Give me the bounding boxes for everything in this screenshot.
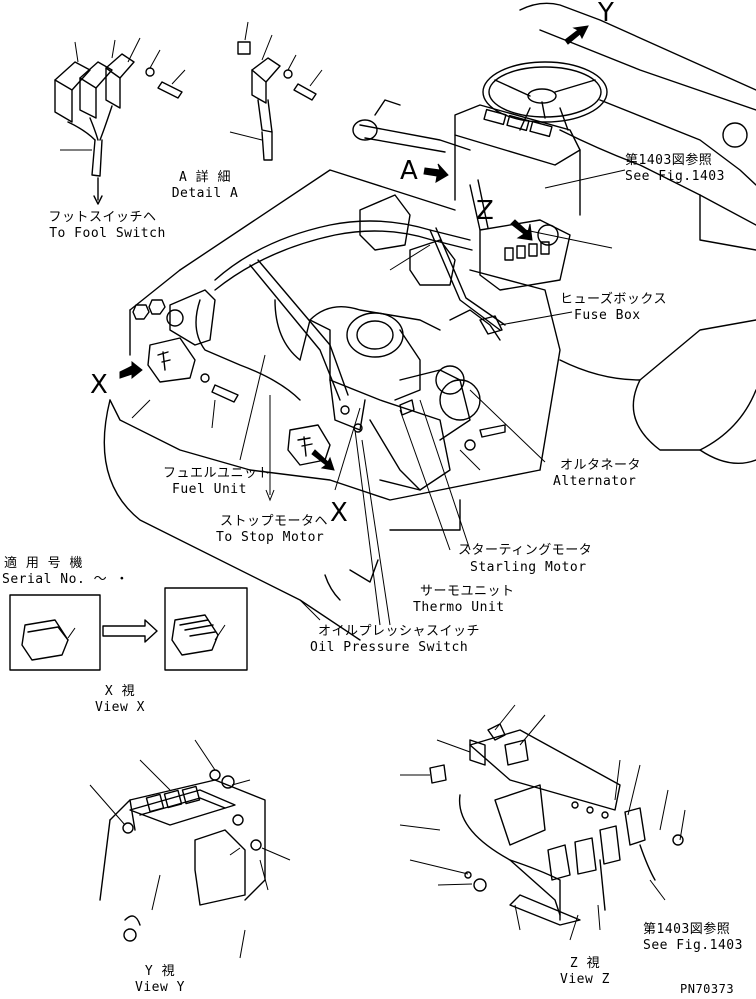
view-y-label-en: View Y <box>135 980 185 995</box>
machine-outline <box>103 2 756 641</box>
view-x-label-jp: X 視 <box>104 684 136 699</box>
serial-label-jp: 適 用 号 機 <box>4 556 83 571</box>
alternator-label-en: Alternator <box>553 474 637 489</box>
oil-pressure-label-en: Oil Pressure Switch <box>310 640 469 655</box>
fuse-box-label-en: Fuse Box <box>574 308 641 323</box>
view-x-illustration <box>9 587 248 671</box>
fig-ref-top-jp: 第1403図参照 <box>625 153 713 168</box>
view-letter-a: A <box>400 156 419 186</box>
view-y-illustration <box>89 739 291 959</box>
detail-a-assembly <box>54 21 323 205</box>
fig-ref-bottom-en: See Fig.1403 <box>643 938 743 953</box>
part-number: PN70373 <box>680 982 735 996</box>
view-y-label-jp: Y 視 <box>144 964 176 979</box>
thermo-unit-label-en: Thermo Unit <box>413 600 505 615</box>
view-x-label-en: View X <box>95 700 145 715</box>
detail-a-label-en: Detail A <box>171 186 239 201</box>
serial-label-en: Serial No. ～ ・ <box>2 572 129 587</box>
fuel-unit-label-en: Fuel Unit <box>172 482 247 497</box>
view-letter-x-left: X <box>90 370 109 400</box>
foot-switch-label-jp: フットスイッチヘ <box>48 210 157 225</box>
detail-a-label-jp: A 詳 細 <box>179 170 231 185</box>
view-z-label-en: View Z <box>560 972 610 987</box>
thermo-unit-label-jp: サーモユニット <box>420 584 515 599</box>
view-letter-z: Z <box>476 196 495 226</box>
alternator-label-jp: オルタネータ <box>560 458 642 473</box>
fig-ref-bottom-jp: 第1403図参照 <box>643 922 731 937</box>
foot-switch-label-en: To Fool Switch <box>49 226 166 241</box>
view-letter-x-bottom: X <box>330 498 349 528</box>
stop-motor-label-jp: ストップモータヘ <box>220 514 329 529</box>
view-z-illustration <box>399 704 686 941</box>
fuse-box-label-jp: ヒューズボックス <box>560 292 667 307</box>
fig-ref-top-en: See Fig.1403 <box>625 169 725 184</box>
fuel-unit-label-jp: フュエルユニット <box>163 466 272 481</box>
oil-pressure-label-jp: オイルプレッシャスイッチ <box>318 624 481 639</box>
stop-motor-label-en: To Stop Motor <box>216 530 325 545</box>
starting-motor-label-jp: スターティングモータ <box>458 543 593 558</box>
view-letter-y: Y <box>598 0 615 28</box>
starting-motor-label-en: Starling Motor <box>470 560 587 575</box>
view-z-label-jp: Z 視 <box>569 956 601 971</box>
